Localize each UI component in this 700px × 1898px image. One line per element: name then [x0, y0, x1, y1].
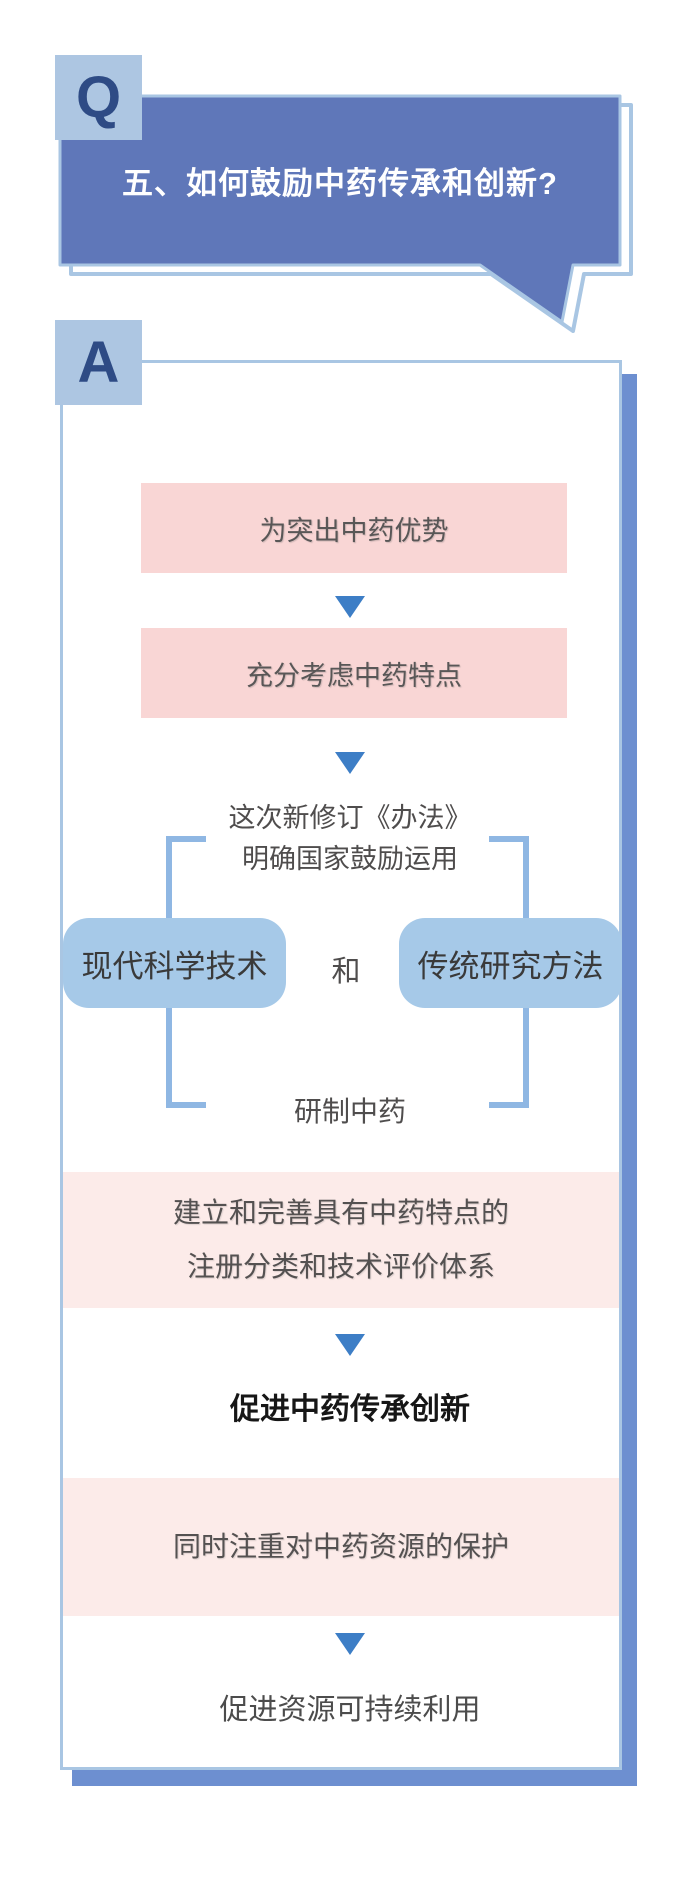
branch-button-right: 传统研究方法	[399, 918, 622, 1008]
intro-line-1: 这次新修订《办法》	[228, 803, 472, 833]
merge-label: 研制中药	[293, 1096, 406, 1127]
final-note: 促进资源可持续利用	[219, 1694, 481, 1726]
process-band-2: 同时注重对中药资源的保护	[63, 1478, 619, 1616]
question-title: 五、如何鼓励中药传承和创新?	[122, 166, 558, 201]
step-box-2-label: 充分考虑中药特点	[246, 660, 462, 691]
process-band-1-line-1: 建立和完善具有中药特点的	[172, 1197, 509, 1228]
question-badge: Q	[55, 55, 142, 140]
branch-button-left: 现代科学技术	[63, 918, 286, 1008]
down-arrow-icon	[335, 752, 365, 774]
down-arrow-icon	[335, 596, 365, 618]
question-bubble	[58, 94, 633, 333]
step-box-2: 充分考虑中药特点	[141, 628, 567, 718]
down-arrow-icon	[335, 1334, 365, 1356]
step-box-1: 为突出中药优势	[141, 483, 567, 573]
result-emphasis: 促进中药传承创新	[230, 1393, 470, 1426]
branch-connector: 和	[331, 956, 361, 988]
down-arrow-icon	[335, 1633, 365, 1655]
intro-line-2: 明确国家鼓励运用	[242, 844, 458, 874]
answer-badge: A	[55, 320, 142, 405]
intro-text: 这次新修订《办法》 明确国家鼓励运用	[0, 798, 700, 880]
answer-badge-letter: A	[77, 330, 120, 395]
branch-right-label: 传统研究方法	[417, 948, 604, 984]
question-bubble-body	[58, 94, 622, 324]
process-band-2-label: 同时注重对中药资源的保护	[172, 1531, 509, 1562]
step-box-1-label: 为突出中药优势	[259, 515, 449, 546]
branch-left-label: 现代科学技术	[81, 948, 268, 984]
process-band-1: 建立和完善具有中药特点的 注册分类和技术评价体系	[63, 1172, 619, 1308]
question-badge-letter: Q	[75, 65, 122, 130]
process-band-1-line-2: 注册分类和技术评价体系	[186, 1251, 495, 1282]
